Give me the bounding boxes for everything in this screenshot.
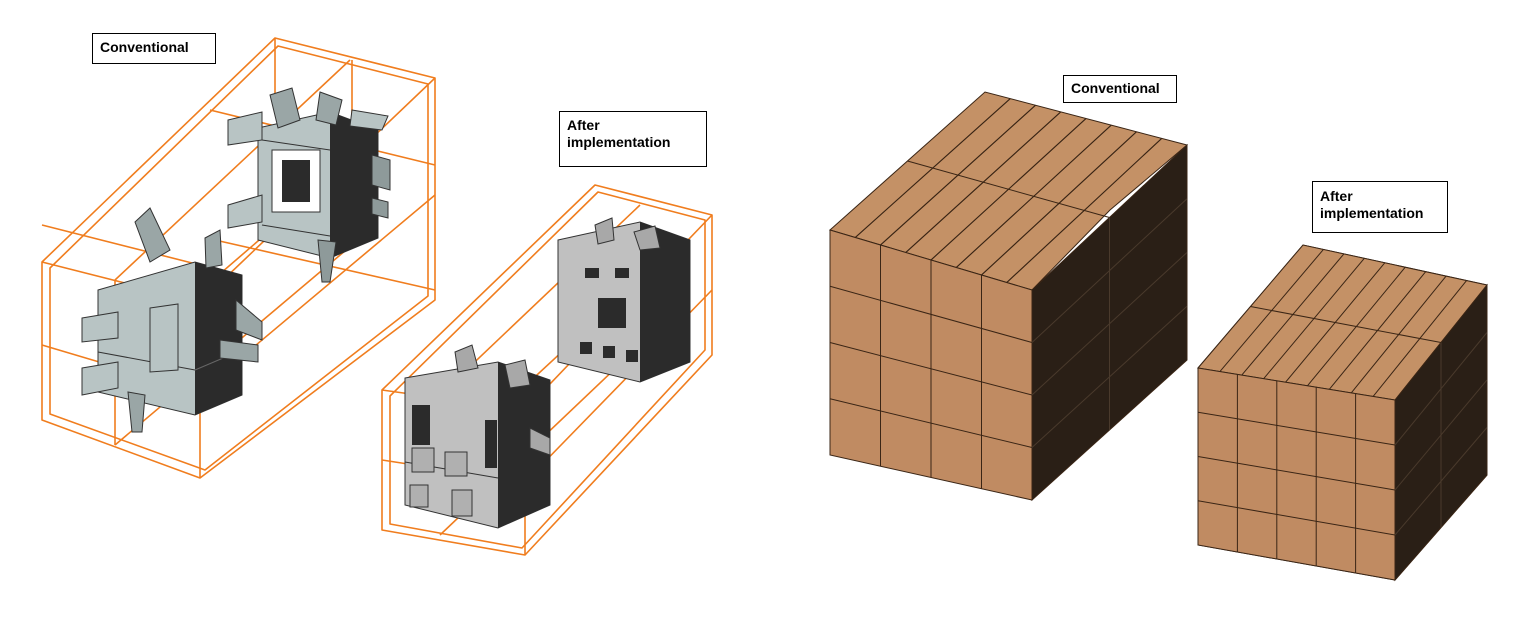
conventional-box-grid: [829, 98, 1188, 489]
conventional-part-front: [81, 207, 263, 433]
after-implementation-box-stack: [1197, 244, 1488, 582]
label-right-after-implementation: After implementation: [1312, 181, 1448, 233]
label-left-after-implementation: After implementation: [559, 111, 707, 167]
conventional-box-stack: [828, 91, 1189, 502]
label-left-conventional: Conventional: [92, 33, 216, 64]
after-implementation-box-grid: [1197, 249, 1488, 573]
label-right-conventional: Conventional: [1063, 75, 1177, 103]
after-implementation-part-back: [557, 217, 691, 383]
after-implementation-part-front: [404, 344, 551, 529]
conventional-packaging-frame: [41, 37, 436, 479]
conventional-part-back: [227, 87, 391, 283]
